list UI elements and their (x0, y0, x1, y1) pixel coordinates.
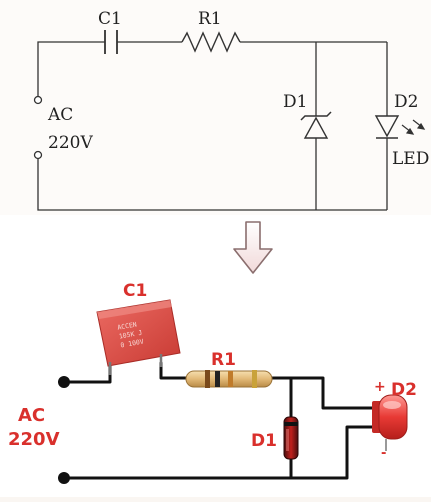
led-minus-sign: - (381, 446, 386, 461)
illustration-d2-label: D2 (391, 380, 417, 400)
wire-r1-to-led (266, 376, 374, 410)
schematic-d2-label: D2 (394, 92, 418, 112)
illustration-diagram: ACCEN 105K J 0 100V C1 R1 D1 D2 + - AC 2… (8, 221, 417, 484)
schematic-led-label: LED (392, 149, 429, 169)
schematic-r1-label: R1 (198, 9, 222, 29)
ac-terminal-top (33, 95, 43, 105)
schematic-panel: C1 R1 D1 D2 AC 220V LED (0, 0, 431, 215)
illustration-d1-label: D1 (251, 431, 277, 451)
zener-d1-symbol (300, 111, 332, 139)
wire-bottom (37, 158, 387, 211)
led-plus-sign: + (374, 379, 386, 395)
resistor-r1-symbol (181, 31, 241, 53)
resistor-r1 (185, 370, 273, 388)
ac-terminal-bottom (33, 150, 43, 160)
schematic-wires (37, 41, 388, 211)
illustration-c1-label: C1 (123, 281, 147, 301)
led-d2 (372, 394, 408, 451)
illustration-voltage-label: 220V (8, 429, 60, 450)
wire-bottom-return (64, 425, 374, 480)
capacitor-c1-symbol (104, 30, 118, 54)
capacitor-print-line-1: ACCEN (117, 320, 138, 331)
illustration-panel: ACCEN 105K J 0 100V C1 R1 D1 D2 + - AC 2… (0, 215, 431, 497)
schematic-diagram: C1 R1 D1 D2 AC 220V LED (33, 9, 429, 211)
illustration-ac-label: AC (18, 405, 45, 426)
schematic-c1-label: C1 (98, 9, 122, 29)
schematic-d1-label: D1 (283, 92, 307, 112)
wire-top-left (37, 41, 105, 96)
wire-c1-to-r1 (159, 361, 192, 380)
schematic-voltage-label: 220V (48, 133, 93, 153)
capacitor-print-line-3: 0 100V (120, 338, 145, 350)
down-arrow-icon (233, 221, 273, 274)
zener-d1 (283, 416, 299, 460)
capacitor-c1: ACCEN 105K J 0 100V (96, 299, 181, 375)
led-d2-symbol (374, 115, 400, 139)
capacitor-print-line-2: 105K J (118, 329, 143, 341)
led-emission-arrows (401, 119, 426, 135)
illustration-wires (64, 358, 374, 480)
schematic-ac-label: AC (47, 105, 73, 125)
wire-ac-to-c1 (64, 358, 112, 384)
illustration-r1-label: R1 (211, 350, 236, 370)
ac-terminal-bottom-dot (58, 472, 70, 484)
ac-terminal-top-dot (58, 376, 70, 388)
